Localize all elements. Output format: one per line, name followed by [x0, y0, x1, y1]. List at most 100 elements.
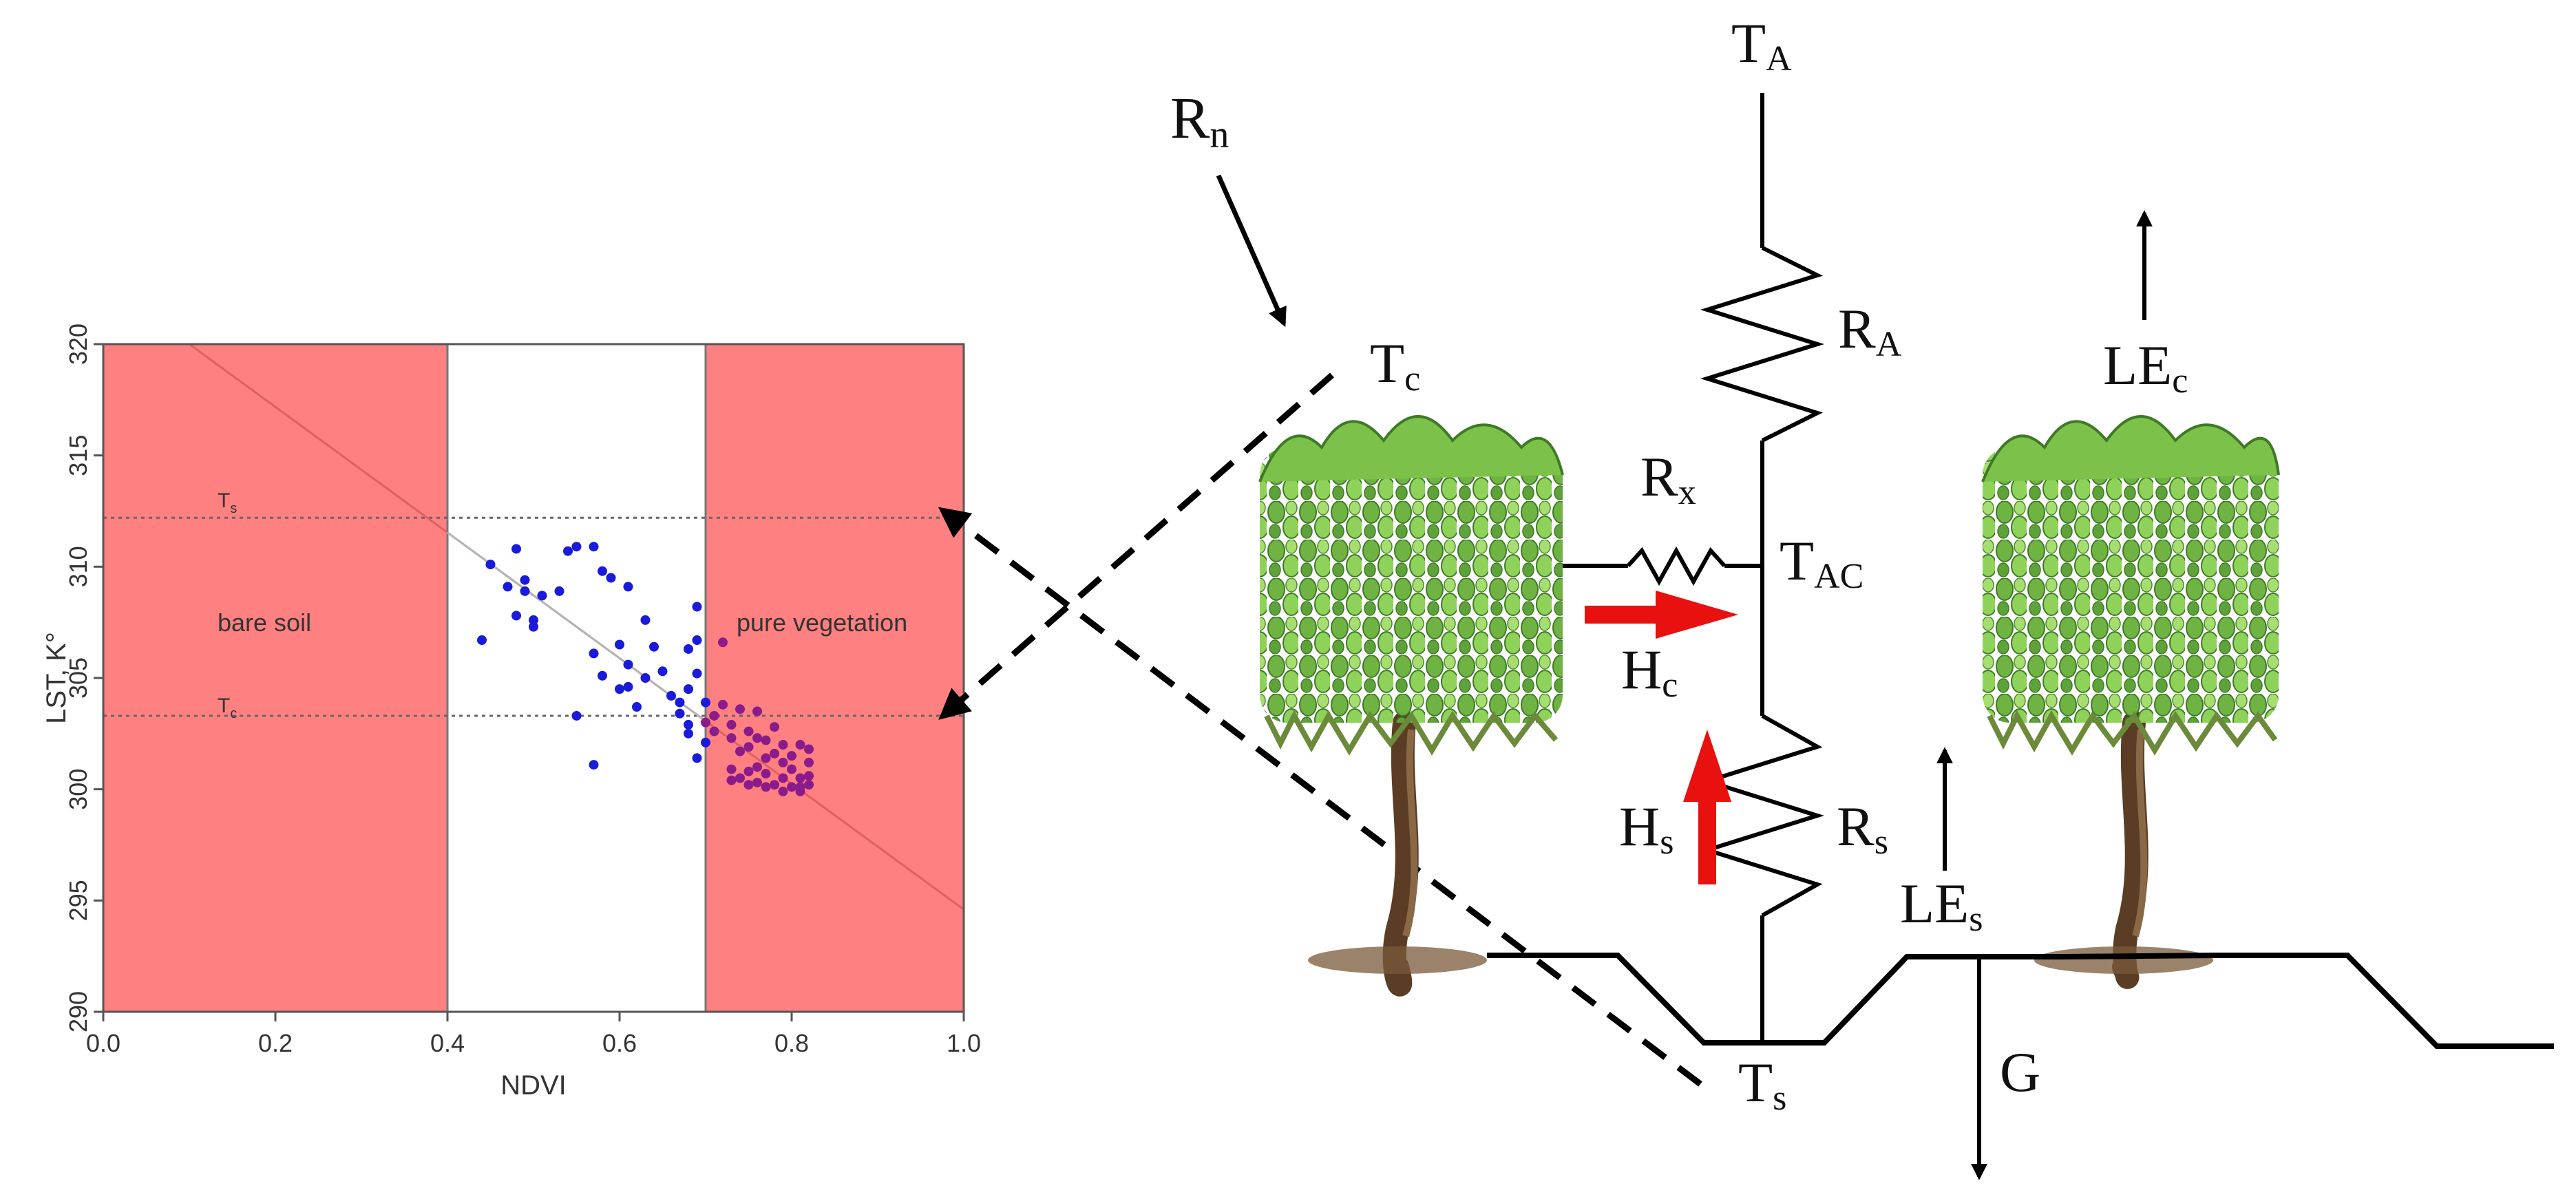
- data-point-1-9: [735, 746, 745, 756]
- data-point-1-34: [804, 780, 814, 790]
- data-point-1-35: [804, 744, 814, 754]
- left-trunk-shade: [1402, 729, 1418, 937]
- data-point-0-39: [692, 635, 702, 646]
- right-canopy-fringe: [1987, 710, 2278, 756]
- data-point-1-16: [752, 733, 762, 743]
- data-point-0-0: [477, 635, 487, 646]
- ts-line-label: Ts: [218, 489, 237, 516]
- right-canopy-top: [1981, 415, 2280, 482]
- x-tick-label: 0.2: [258, 1029, 293, 1057]
- data-point-1-32: [804, 757, 814, 767]
- y-tick-label: 300: [64, 769, 92, 810]
- hs-arrow: [1683, 730, 1731, 884]
- dashed-connectors: [938, 372, 1702, 1087]
- data-point-0-31: [675, 708, 685, 719]
- data-point-0-29: [657, 666, 668, 677]
- data-point-1-36: [726, 775, 737, 785]
- label-tac: TAC: [1780, 529, 1864, 596]
- data-point-0-13: [571, 710, 582, 721]
- data-point-1-21: [770, 748, 779, 758]
- hs-arrow-head: [1683, 730, 1731, 802]
- data-point-0-18: [598, 566, 607, 576]
- data-point-1-40: [795, 786, 805, 796]
- chart-regions: [103, 344, 964, 1012]
- data-point-1-3: [718, 637, 728, 648]
- y-tick-label: 295: [64, 880, 92, 921]
- right-trunk-shade: [2132, 729, 2148, 937]
- resistor-rx: [1626, 546, 1727, 586]
- data-points: [477, 542, 814, 796]
- right-roots: [2034, 946, 2213, 974]
- data-point-1-13: [743, 742, 754, 752]
- y-tick-label: 320: [64, 323, 92, 365]
- data-point-0-12: [571, 542, 582, 552]
- data-point-0-24: [623, 659, 633, 670]
- right-vine-tree: [1981, 415, 2280, 989]
- data-point-1-6: [726, 764, 737, 774]
- data-point-1-23: [778, 757, 788, 767]
- data-point-1-20: [770, 780, 779, 790]
- x-tick-label: 1.0: [947, 1029, 981, 1057]
- hc-arrow-shaft: [1585, 606, 1660, 624]
- tc-line-label: Tc: [218, 694, 237, 721]
- label-hc: Hc: [1621, 638, 1678, 705]
- data-point-0-15: [589, 760, 599, 770]
- y-axis-label: LST, K°: [41, 632, 72, 724]
- left-trunk: [1382, 711, 1419, 997]
- hc-arrow-head: [1656, 591, 1738, 639]
- data-point-0-28: [649, 641, 659, 652]
- x-tick-label: 0.0: [86, 1029, 120, 1057]
- right-trunk: [2112, 711, 2149, 989]
- data-point-1-10: [735, 704, 745, 714]
- data-point-0-23: [623, 582, 633, 592]
- label-rs: Rs: [1837, 795, 1888, 862]
- data-point-1-2: [709, 710, 719, 721]
- data-point-0-37: [692, 602, 702, 612]
- data-point-0-10: [554, 586, 564, 596]
- left-canopy: [1260, 447, 1563, 723]
- data-point-1-18: [761, 753, 771, 763]
- data-point-0-40: [692, 668, 702, 679]
- data-point-1-38: [761, 782, 771, 792]
- data-point-0-8: [529, 622, 538, 632]
- dash-soil-to-tc-line: [938, 507, 1702, 1087]
- data-point-0-42: [701, 737, 710, 747]
- data-point-0-19: [606, 573, 616, 583]
- label-ra: RA: [1838, 297, 1902, 364]
- data-point-0-3: [511, 611, 521, 621]
- label-g: G: [2000, 1041, 2040, 1103]
- data-point-1-28: [787, 751, 796, 761]
- label-hs: Hs: [1619, 795, 1674, 862]
- data-point-1-14: [752, 706, 762, 717]
- label-ts: Ts: [1738, 1051, 1786, 1118]
- data-point-0-16: [589, 648, 599, 659]
- data-point-0-33: [684, 728, 693, 739]
- flux-arrows: [1216, 174, 2153, 1180]
- data-point-0-36: [684, 719, 693, 730]
- hs-arrow-shaft: [1698, 795, 1716, 884]
- data-point-0-14: [589, 542, 599, 552]
- region-label-pure-vegetation: pure vegetation: [737, 608, 907, 637]
- data-point-0-20: [615, 684, 624, 694]
- resistor-ra: [1700, 246, 1825, 443]
- data-point-0-26: [640, 673, 651, 683]
- data-point-0-7: [529, 615, 538, 625]
- data-point-0-34: [684, 684, 693, 694]
- data-point-1-26: [787, 764, 796, 774]
- data-point-1-27: [787, 782, 796, 792]
- data-point-1-25: [778, 740, 788, 750]
- data-point-0-41: [701, 697, 710, 708]
- data-point-1-41: [752, 762, 762, 772]
- ground-profile: [1487, 953, 2554, 1049]
- chart-region-2: [706, 344, 964, 1012]
- y-tick-label: 315: [64, 435, 92, 476]
- rn-arrow: [1216, 174, 1287, 328]
- data-point-1-30: [795, 740, 805, 750]
- y-tick-label: 305: [64, 657, 92, 699]
- region-label-bare-soil: bare soil: [218, 608, 311, 637]
- data-point-1-24: [778, 773, 788, 783]
- data-point-0-35: [684, 644, 693, 654]
